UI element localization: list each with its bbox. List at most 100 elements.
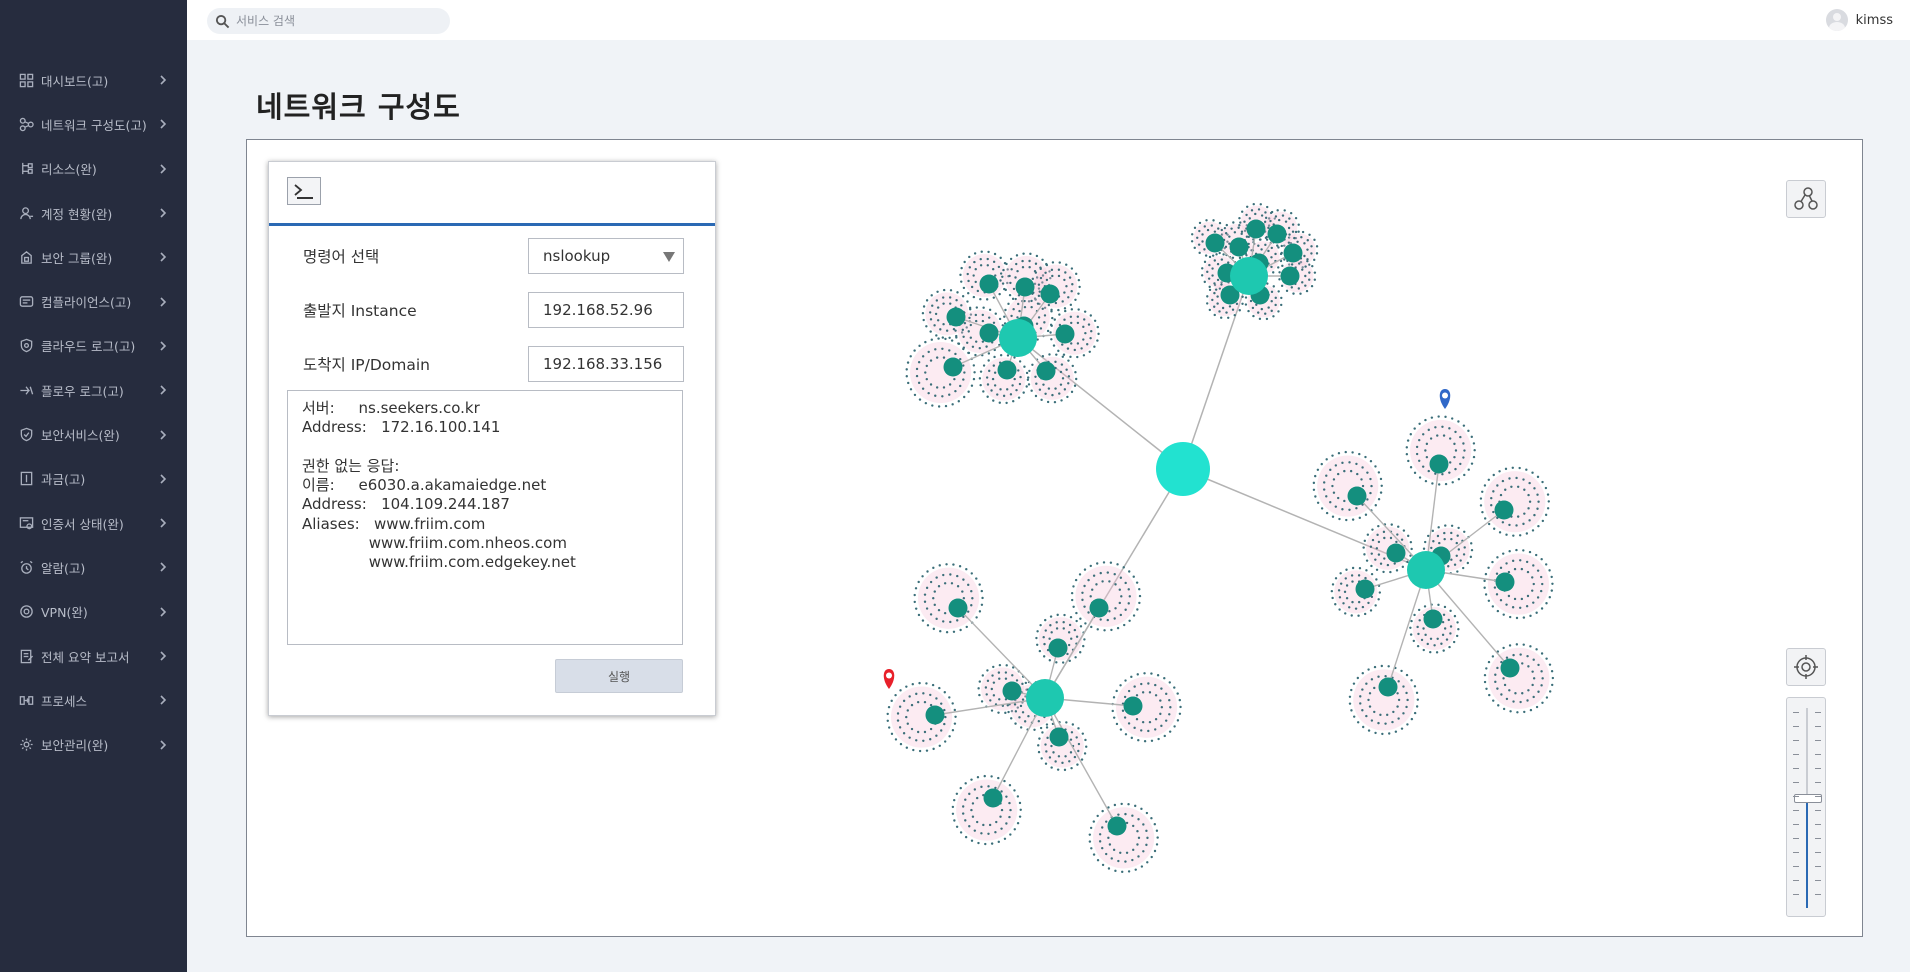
leaf-cluster-3-3-dot [1178,712,1182,716]
leaf-cluster-0-6-dot [1025,371,1029,375]
node-2-0 [1429,454,1449,474]
node-0-6 [997,360,1017,380]
leaf-cluster-2-3-dot [1537,690,1540,693]
leaf-cluster-1-0-dot [1218,221,1222,225]
leaf-cluster-0-6-dot [1013,377,1016,381]
leaf-cluster-2-8-dot [1470,548,1474,552]
sidebar-item-0[interactable]: 대시보드(고) [0,58,187,102]
sidebar-item-9[interactable]: 과금(고) [0,457,187,501]
leaf-cluster-1-7-dot [1220,316,1223,319]
zoom-slider[interactable] [1786,697,1826,917]
sidebar-item-10[interactable]: 인증서 상태(완) [0,501,187,545]
sidebar-item-15[interactable]: 보안관리(완) [0,722,187,766]
leaf-cluster-1-4-dot [1287,241,1291,244]
leaf-cluster-2-8-dot [1462,553,1466,556]
leaf-cluster-3-6-dot [1114,869,1117,873]
run-button[interactable]: 실행 [555,659,683,693]
leaf-cluster-3-9-dot [1018,716,1021,719]
leaf-cluster-0-7-dot [981,313,984,317]
leaf-cluster-2-4-dot [1361,672,1364,675]
leaf-cluster-3-0-dot [917,613,921,617]
leaf-cluster-2-7-dot [1383,557,1386,560]
recenter-button[interactable] [1786,648,1826,686]
leaf-cluster-0-3-dot [1031,277,1035,281]
command-output[interactable]: 서버: ns.seekers.co.kr Address: 172.16.100… [287,390,683,645]
leaf-cluster-0-9-dot [918,398,922,401]
leaf-cluster-3-4-dot [1065,721,1068,724]
location-marker-red-icon [883,669,895,689]
leaf-cluster-0-3-dot [1070,290,1073,293]
sidebar-item-7[interactable]: 플로우 로그(고) [0,368,187,412]
sidebar-item-5[interactable]: 컴플라이언스(고) [0,279,187,323]
leaf-cluster-2-2-dot [1519,559,1522,562]
leaf-cluster-1-2-dot [1238,216,1241,220]
sidebar-item-12[interactable]: VPN(완) [0,590,187,634]
sidebar-item-11[interactable]: 알람(고) [0,545,187,589]
leaf-cluster-2-1-dot [1527,507,1530,510]
hub-node-1 [1230,257,1268,295]
leaf-cluster-2-1-dot [1523,488,1526,491]
leaf-cluster-3-3-dot [1163,734,1166,738]
leaf-cluster-0-3-dot [1078,285,1081,289]
leaf-cluster-2-1-dot [1536,493,1539,496]
chevron-right-icon [157,296,169,308]
sidebar-item-14[interactable]: 프로세스 [0,678,187,722]
leaf-cluster-3-2-dot [1124,581,1127,585]
leaf-cluster-2-3-dot [1541,701,1544,704]
leaf-cluster-1-2-dot [1263,220,1267,224]
leaf-cluster-2-2-dot [1507,594,1511,598]
leaf-cluster-3-0-dot [923,593,927,596]
leaf-cluster-0-9-dot [959,384,962,388]
network-graph[interactable] [247,140,1864,938]
leaf-cluster-3-4-dot [1044,762,1048,765]
leaf-cluster-3-7-dot [940,729,943,732]
leaf-cluster-2-2-dot [1484,572,1488,576]
leaf-cluster-0-0-dot [936,290,939,294]
zoom-handle[interactable] [1794,794,1822,803]
leaf-cluster-3-7-dot [888,726,891,729]
leaf-cluster-0-6-dot [1015,388,1018,392]
leaf-cluster-3-5-dot [1008,801,1011,805]
sidebar-item-2[interactable]: 리소스(완) [0,147,187,191]
leaf-cluster-2-7-dot [1396,533,1399,536]
leaf-cluster-3-1-dot [1075,635,1079,638]
destination-value: 192.168.33.156 [543,355,663,373]
sidebar-item-6[interactable]: 클라우드 로그(고) [0,324,187,368]
command-select[interactable]: nslookup [528,238,684,274]
leaf-cluster-0-3-dot [1034,271,1038,274]
leaf-cluster-2-6-dot [1343,499,1346,503]
leaf-cluster-2-9-dot [1412,639,1416,643]
leaf-cluster-2-6-dot [1377,471,1381,474]
leaf-cluster-1-7-dot [1228,305,1232,308]
leaf-cluster-2-6-dot [1314,495,1317,498]
destination-field[interactable]: 192.168.33.156 [528,346,684,382]
leaf-cluster-0-9-dot [909,388,913,391]
leaf-cluster-3-5-dot [988,823,992,827]
topology-button[interactable] [1786,180,1826,218]
leaf-cluster-1-6-dot [1251,306,1255,310]
leaf-cluster-2-1-dot [1527,493,1530,497]
leaf-cluster-3-8-dot [977,687,980,690]
leaf-cluster-3-0-dot [938,564,941,567]
leaf-cluster-3-8-dot [1024,681,1028,685]
sidebar-item-13[interactable]: 전체 요약 보고서 [0,634,187,678]
leaf-cluster-2-6-dot [1325,474,1328,477]
terminal-icon[interactable] [287,177,321,205]
leaf-cluster-3-2-dot [1072,585,1075,588]
network-map[interactable]: 명령어 선택 nslookup 출발지 Instance 192.168.52.… [246,139,1863,937]
search-input[interactable] [236,14,436,28]
sidebar-item-1[interactable]: 네트워크 구성도(고) [0,102,187,146]
user-menu[interactable]: kimss [1825,9,1893,31]
leaf-cluster-0-8-dot [1036,302,1040,305]
source-instance-field[interactable]: 192.168.52.96 [528,292,684,328]
leaf-cluster-2-7-dot [1409,554,1412,557]
node-1-3 [1267,224,1287,244]
leaf-cluster-2-2-dot [1502,552,1505,555]
sidebar-item-8[interactable]: 보안서비스(완) [0,412,187,456]
sidebar-item-3[interactable]: 계정 현황(완) [0,191,187,235]
sidebar-item-4[interactable]: 보안 그룹(완) [0,235,187,279]
leaf-cluster-2-9-dot [1453,614,1457,618]
leaf-cluster-3-6-dot [1120,802,1123,806]
leaf-cluster-2-1-dot [1512,534,1515,537]
leaf-cluster-3-2-dot [1113,572,1116,576]
